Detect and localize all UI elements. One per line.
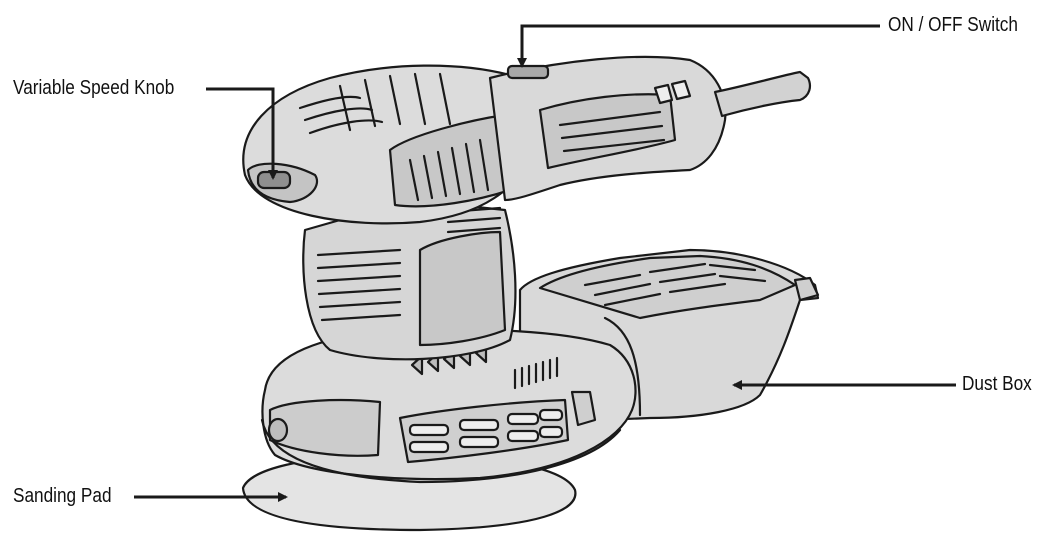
base-front-button <box>267 417 289 443</box>
leader-on-off-switch <box>517 24 880 68</box>
motor-column-panel <box>418 230 507 347</box>
power-switch <box>506 64 550 80</box>
leader-lines <box>134 24 956 502</box>
base-top-ridges <box>513 356 559 390</box>
orbital-sander-illustration <box>241 55 820 532</box>
front-dome-ribs <box>298 72 452 135</box>
label-variable-speed-knob: Variable Speed Knob <box>13 77 175 99</box>
base-side-vents <box>408 408 564 454</box>
rear-handle-vents <box>653 79 692 105</box>
label-dust-box: Dust Box <box>962 373 1032 395</box>
base-front-recess <box>268 399 382 457</box>
motor-column-ribs <box>316 248 402 322</box>
side-grip-ribs <box>408 138 490 202</box>
label-sanding-pad: Sanding Pad <box>13 485 112 507</box>
base-side-notch <box>570 390 597 427</box>
label-on-off-switch: ON / OFF Switch <box>888 14 1018 36</box>
rear-handle-ridges <box>558 110 666 153</box>
base-housing-lower-band <box>260 418 622 484</box>
dust-box-front <box>603 316 642 417</box>
power-cord <box>713 70 811 118</box>
leader-variable-speed-knob <box>206 87 278 180</box>
dust-box-latch <box>793 276 820 302</box>
dust-box-top-panel <box>538 254 797 320</box>
dust-box-vents <box>583 262 767 307</box>
